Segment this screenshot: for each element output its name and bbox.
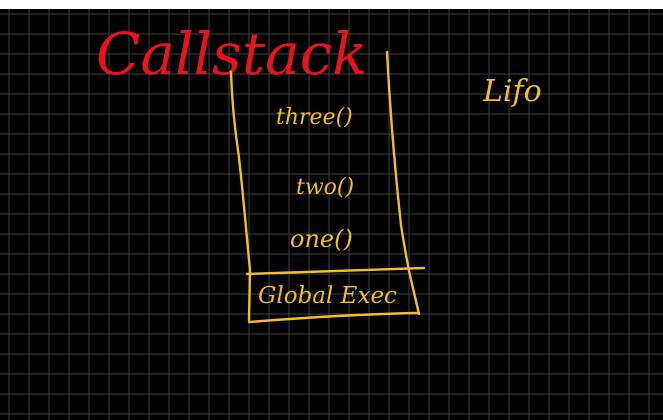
stack-divider: [245, 266, 426, 276]
stack-frame-two: two(): [296, 175, 354, 200]
stack-bottom: [247, 311, 421, 324]
stack-frame-three: three(): [276, 105, 353, 130]
global-exec-frame: Global Exec: [258, 283, 397, 309]
stack-outline: [229, 70, 252, 322]
stack-frame-one: one(): [290, 225, 353, 253]
stack-outline-right: [385, 50, 421, 316]
grid-lines: [0, 9, 663, 420]
lifo-note: Lifo: [482, 74, 542, 109]
top-toolbar-strip: [0, 0, 663, 9]
